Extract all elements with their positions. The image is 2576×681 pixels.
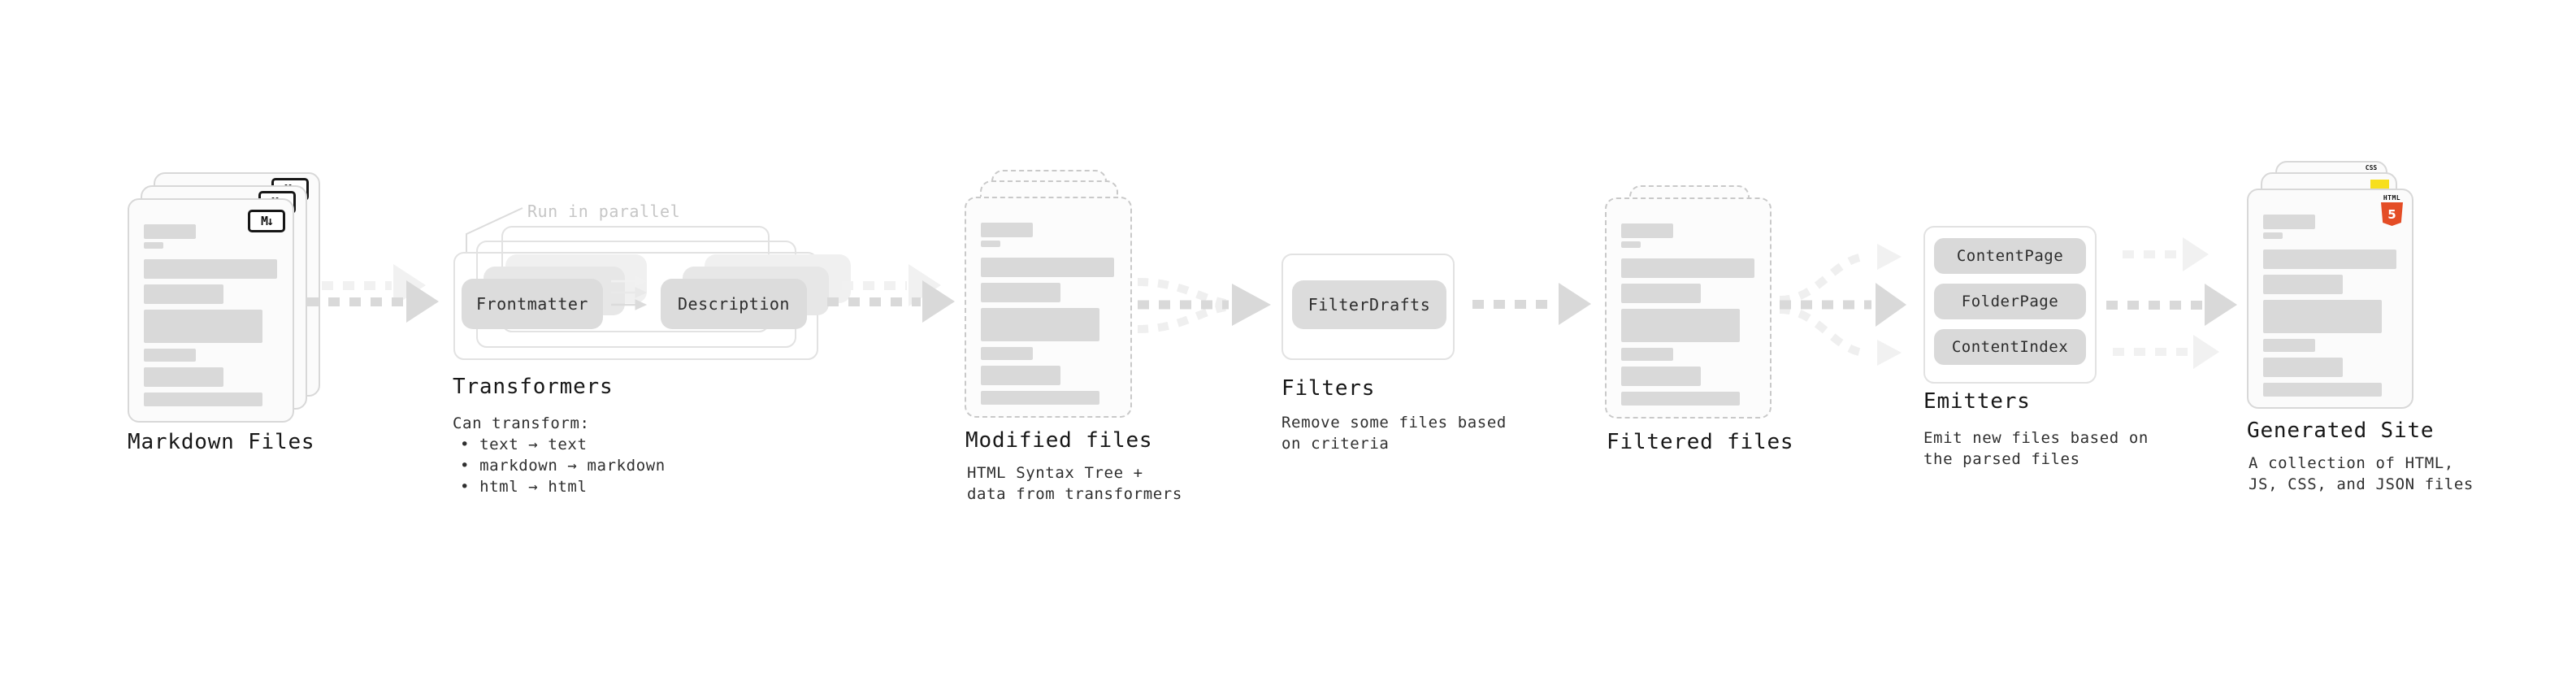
parallel-mini-arrows-icon [611,275,648,310]
converge-arrows-icon [1137,278,1271,333]
markdown-file-card: M↓ [128,198,294,423]
placeholder-bar [981,366,1060,385]
placeholder-bar [144,393,262,406]
pill-frontmatter: Frontmatter [462,279,603,329]
modified-files-heading: Modified files [965,428,1153,453]
placeholder-bar [1621,284,1701,303]
markdown-icon: M↓ [248,210,285,232]
placeholder-bar [2263,383,2382,397]
bullet-line: • text → text [460,436,588,453]
emit-arrow-top-icon [2123,237,2209,271]
placeholder-bar [2263,300,2382,333]
placeholder-bar [981,223,1033,237]
javascript-icon [2370,180,2389,189]
placeholder-bar [144,367,223,387]
file-content-bars [2263,215,2396,397]
placeholder-bar [2263,232,2283,239]
placeholder-bar [1621,309,1740,342]
flow-arrow-icon [307,280,439,323]
transformers-heading: Transformers [453,375,614,399]
placeholder-bar [981,347,1033,360]
placeholder-bar [2263,249,2396,269]
placeholder-bar [2263,358,2343,377]
flow-arrow-icon [827,280,955,323]
note-line: Emit new files based on [1923,429,2149,447]
placeholder-bar [1621,392,1740,406]
pill-description: Description [661,279,807,329]
css-label: CSS [2365,164,2378,171]
placeholder-bar [1621,258,1754,278]
note-line: Remove some files based [1281,414,1507,432]
transformers-note: Can transform: • text → text • markdown … [453,413,666,497]
emit-arrow-middle-icon [2106,284,2237,326]
html5-word: HTML [2383,194,2401,202]
placeholder-bar [981,283,1060,302]
placeholder-bar [1621,348,1673,361]
generated-site-heading: Generated Site [2247,419,2435,443]
note-line: the parsed files [1923,450,2080,468]
note-line: JS, CSS, and JSON files [2249,475,2474,493]
placeholder-bar [144,242,163,249]
note-line: HTML Syntax Tree + [967,464,1143,482]
placeholder-bar [981,241,1000,247]
placeholder-bar [2263,275,2343,294]
annotation-connector-line [466,207,523,252]
generated-site-note: A collection of HTML, JS, CSS, and JSON … [2249,453,2474,495]
note-line: on criteria [1281,435,1390,453]
html5-icon: HTML 5 [2381,194,2403,226]
pill-filterdrafts: FilterDrafts [1292,280,1446,329]
bullet-line: • markdown → markdown [460,457,666,475]
run-in-parallel-annotation: Run in parallel [527,202,681,221]
html5-shield: 5 [2381,202,2403,226]
file-content-bars [981,223,1114,405]
placeholder-bar [144,349,196,362]
markdown-files-heading: Markdown Files [128,430,315,454]
modified-file-card [965,197,1132,418]
note-line: Can transform: [453,414,590,432]
placeholder-bar [144,259,277,279]
note-line: data from transformers [967,485,1182,503]
site-file-card-html: HTML 5 [2247,189,2413,409]
placeholder-bar [981,308,1099,341]
note-line: A collection of HTML, [2249,454,2454,472]
filters-note: Remove some files based on criteria [1281,412,1507,454]
diverge-arrows-icon [1779,244,1906,366]
modified-files-note: HTML Syntax Tree + data from transformer… [967,462,1182,505]
placeholder-bar [1621,367,1701,386]
placeholder-bar [981,391,1099,405]
file-content-bars [144,224,277,406]
bullet-line: • html → html [460,478,588,496]
placeholder-bar [1621,223,1673,238]
pill-contentindex: ContentIndex [1934,329,2086,365]
emitters-note: Emit new files based on the parsed files [1923,427,2149,470]
pill-folderpage: FolderPage [1934,284,2086,319]
placeholder-bar [144,284,223,304]
placeholder-bar [1621,241,1641,248]
filtered-file-card [1605,197,1772,419]
filters-heading: Filters [1281,376,1376,401]
placeholder-bar [981,258,1114,277]
placeholder-bar [2263,215,2315,229]
filtered-files-heading: Filtered files [1607,430,1794,454]
flow-arrow-icon [1472,283,1591,325]
placeholder-bar [2263,339,2315,352]
pill-contentpage: ContentPage [1934,238,2086,274]
html5-number: 5 [2387,206,2396,222]
emitters-heading: Emitters [1923,389,2031,414]
emit-arrow-bottom-icon [2113,335,2219,369]
placeholder-bar [144,310,262,343]
placeholder-bar [144,224,196,239]
file-content-bars [1621,223,1754,406]
